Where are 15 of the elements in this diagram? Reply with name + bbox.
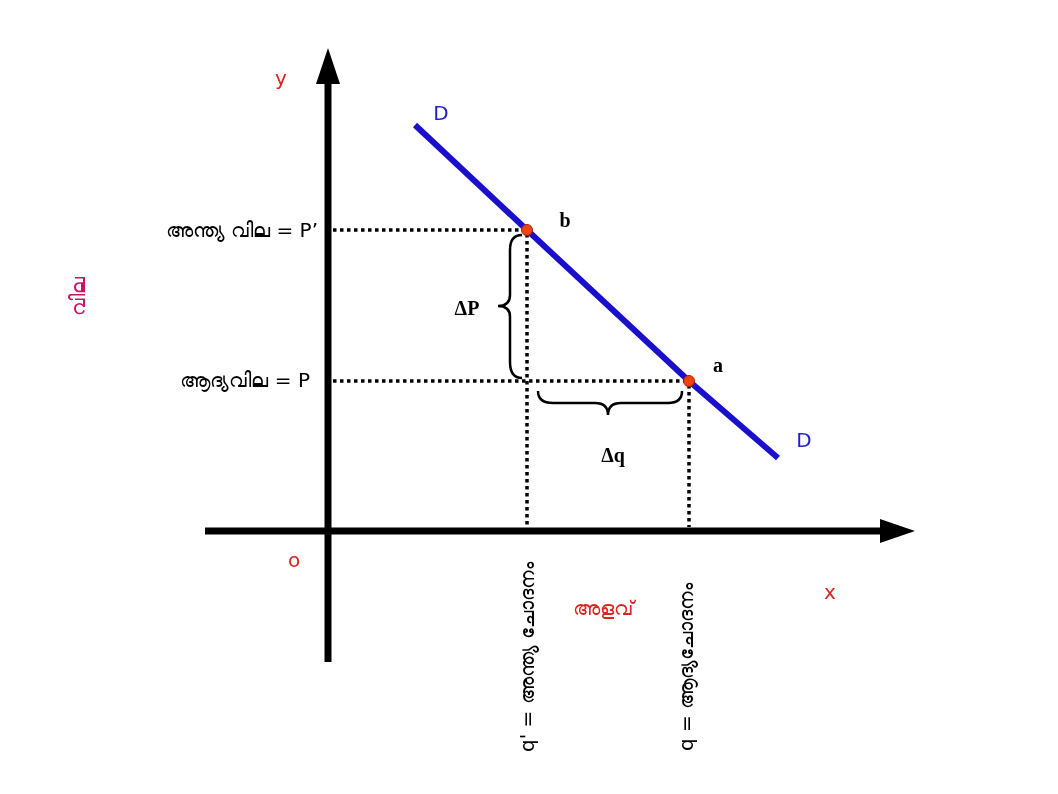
curve-label: D bbox=[433, 103, 449, 123]
axis-title: വില bbox=[68, 276, 88, 316]
axis-title: അളവ് bbox=[572, 598, 634, 618]
quantity-label: q' = അന്ത്യ ചോദനം bbox=[517, 562, 537, 752]
price-label: ആദ്യവില = P bbox=[180, 370, 310, 390]
curve-label: D bbox=[796, 430, 812, 450]
price-label: അന്ത്യ വില = P’ bbox=[165, 220, 318, 240]
origin-label: o bbox=[287, 550, 301, 570]
point-label: b bbox=[559, 208, 571, 233]
delta-label: Δq bbox=[601, 445, 625, 465]
point-label: a bbox=[713, 353, 723, 378]
axis-label: x bbox=[824, 582, 836, 602]
delta-label: ΔP bbox=[454, 298, 480, 318]
quantity-label: q = ആദ്യചോദനം bbox=[676, 582, 696, 752]
axis-label: y bbox=[275, 68, 287, 88]
